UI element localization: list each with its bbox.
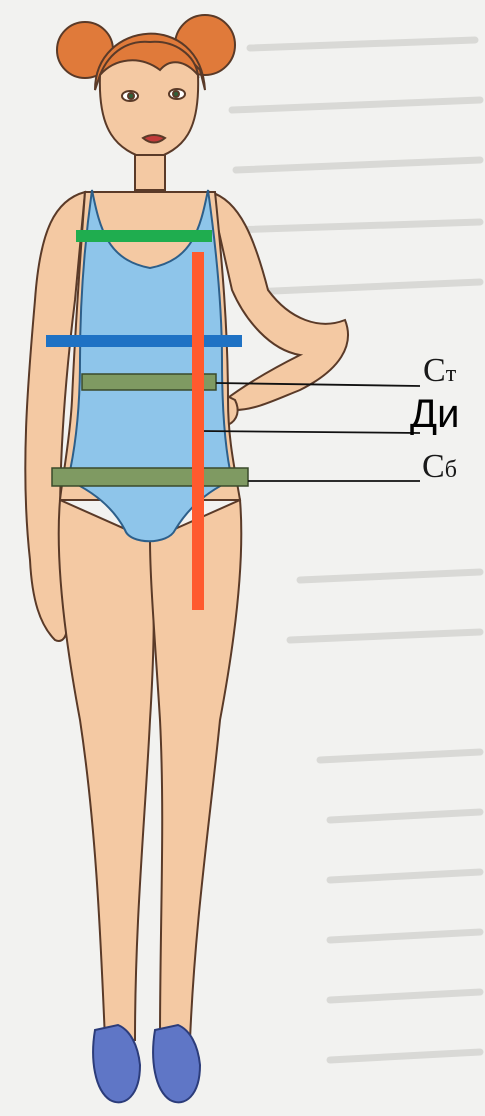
hip-label-main: С [422,448,445,485]
neck [135,155,165,190]
sandals [93,1025,200,1102]
waist-label-sub: т [446,361,457,387]
length-label: Ди [410,394,459,434]
hip-label-sub: б [445,457,457,483]
legs [59,500,242,1040]
head [100,42,198,160]
hip-tape [52,468,248,486]
waist-label: Ст [423,354,456,388]
background-text-lines [232,40,480,1060]
waist-label-main: С [423,352,446,389]
hip-label: Сб [422,450,457,484]
